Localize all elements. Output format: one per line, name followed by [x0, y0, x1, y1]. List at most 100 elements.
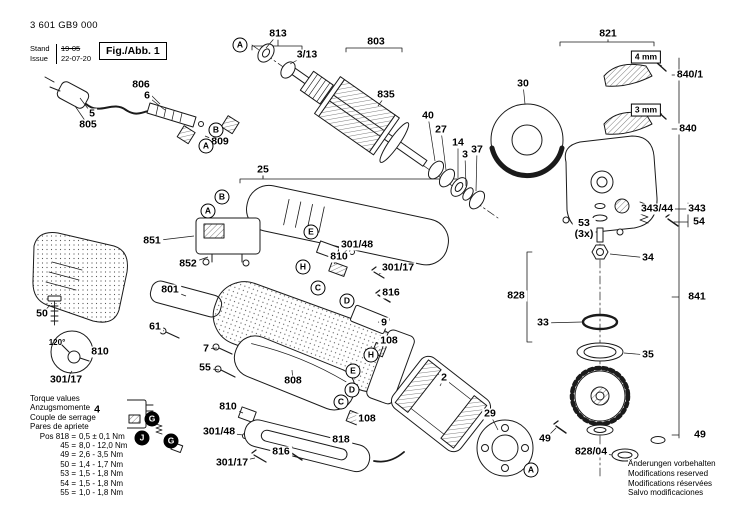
part-label-803: 803	[365, 35, 387, 48]
footer-note: Modifications reserved	[628, 468, 709, 478]
assembly-callout-d: D	[344, 382, 360, 398]
part-label-7: 7	[201, 342, 211, 355]
part-label-840: 840	[677, 122, 699, 135]
part-label-343: 343	[686, 202, 708, 215]
part-label-801: 801	[159, 283, 181, 296]
torque-pos: 53 =	[60, 469, 76, 479]
part-label-4: 4	[92, 403, 102, 416]
torque-row: Pos 818 =0,5 ± 0,1 Nm	[30, 432, 127, 441]
type-number: 3 601 GB9 000	[30, 20, 98, 31]
part-label-828: 828	[505, 289, 527, 302]
torque-heading: Couple de serrage	[30, 412, 96, 422]
torque-value: 2,6 - 3,5 Nm	[79, 450, 124, 460]
assembly-callout-b: B	[214, 189, 230, 205]
part-label-3-13: 3/13	[294, 48, 320, 61]
part-label-27: 27	[433, 123, 449, 136]
issue-date: 22-07-20	[56, 54, 91, 64]
part-label-49: 49	[692, 428, 708, 441]
part-label-108: 108	[356, 412, 378, 425]
torque-pos: Pos 818 =	[39, 431, 76, 441]
footer-note: Änderungen vorbehalten	[628, 459, 716, 468]
part-label-53-3x-: 53 (3x)	[572, 216, 596, 241]
part-label-2: 2	[439, 371, 449, 384]
part-label-821: 821	[597, 27, 619, 40]
part-label-301-17: 301/17	[213, 456, 251, 469]
part-label-35: 35	[640, 348, 656, 361]
part-label-3: 3	[460, 148, 470, 161]
part-label-301-48: 301/48	[338, 238, 376, 251]
part-label-4-mm: 4 mm	[630, 50, 662, 64]
part-label-301-48: 301/48	[200, 425, 238, 438]
torque-pos: 54 =	[60, 478, 76, 488]
part-label-813: 813	[267, 27, 289, 40]
assembly-callout-e: E	[303, 224, 319, 240]
assembly-callout-d: D	[339, 293, 355, 309]
part-label-61: 61	[147, 320, 163, 333]
torque-pos: 50 =	[60, 459, 76, 469]
torque-pos: 55 =	[60, 488, 76, 498]
assembly-callout-a: A	[232, 37, 248, 53]
part-label-851: 851	[141, 234, 163, 247]
part-label-810: 810	[89, 345, 111, 358]
assembly-callout-a: A	[200, 203, 216, 219]
torque-pos: 49 =	[60, 450, 76, 460]
part-label-49: 49	[537, 432, 553, 445]
torque-row: 53 =1,5 - 1,8 Nm	[30, 469, 127, 478]
part-label-816: 816	[380, 286, 402, 299]
part-label-14: 14	[450, 136, 466, 149]
part-label-6: 6	[142, 89, 152, 102]
assembly-callout-c: C	[310, 280, 326, 296]
part-label-40: 40	[420, 109, 436, 122]
part-label-828-04: 828/04	[572, 445, 610, 458]
assembly-callout-g: G	[144, 411, 160, 427]
torque-value: 1,0 - 1,8 Nm	[79, 488, 124, 498]
part-label-840-1: 840/1	[674, 68, 706, 81]
assembly-callout-g: G	[163, 433, 179, 449]
part-label-835: 835	[375, 88, 397, 101]
part-label-34: 34	[640, 251, 656, 264]
part-label-852: 852	[177, 257, 199, 270]
footer-note: Salvo modificaciones	[628, 488, 704, 498]
torque-row: 49 =2,6 - 3,5 Nm	[30, 450, 127, 459]
torque-heading: Pares de apriete	[30, 422, 89, 432]
torque-value: 0,5 ± 0,1 Nm	[79, 431, 125, 441]
part-label-29: 29	[482, 407, 498, 420]
part-label-9: 9	[379, 316, 389, 329]
part-label-301-17: 301/17	[47, 373, 85, 386]
torque-value: 1,4 - 1,7 Nm	[79, 459, 124, 469]
torque-value: 1,5 - 1,8 Nm	[79, 469, 124, 479]
part-label-301-17: 301/17	[379, 261, 417, 274]
assembly-callout-j: J	[134, 430, 150, 446]
footer-note: Modifications réservées	[628, 478, 713, 488]
torque-heading: Torque values	[30, 394, 80, 403]
torque-pos: 45 =	[60, 441, 76, 451]
torque-row: 55 =1,0 - 1,8 Nm	[30, 488, 127, 497]
figure-label-box: Fig./Abb. 1	[99, 42, 167, 60]
torque-row: 50 =1,4 - 1,7 Nm	[30, 460, 127, 469]
torque-value: 1,5 - 1,8 Nm	[79, 478, 124, 488]
torque-heading: Anzugsmomente	[30, 403, 91, 413]
assembly-callout-a: A	[198, 138, 214, 154]
torque-row: 45 =8,0 - 12,0 Nm	[30, 441, 127, 450]
part-label-809: 809	[209, 135, 231, 148]
part-label-806: 806	[130, 78, 152, 91]
part-label-55: 55	[197, 361, 213, 374]
assembly-callout-h: H	[363, 347, 379, 363]
part-label-816: 816	[270, 445, 292, 458]
stand-label: Stand	[30, 44, 50, 53]
part-label-25: 25	[255, 163, 271, 176]
part-label-50: 50	[34, 307, 50, 320]
part-label-3-mm: 3 mm	[630, 103, 662, 117]
part-label-805: 805	[77, 118, 99, 131]
assembly-callout-a: A	[523, 462, 539, 478]
part-label-818: 818	[330, 433, 352, 446]
issue-label: Issue	[30, 54, 48, 63]
torque-value: 8,0 - 12,0 Nm	[79, 441, 128, 451]
part-label-33: 33	[535, 316, 551, 329]
assembly-callout-b: B	[208, 122, 224, 138]
assembly-callout-c: C	[333, 394, 349, 410]
